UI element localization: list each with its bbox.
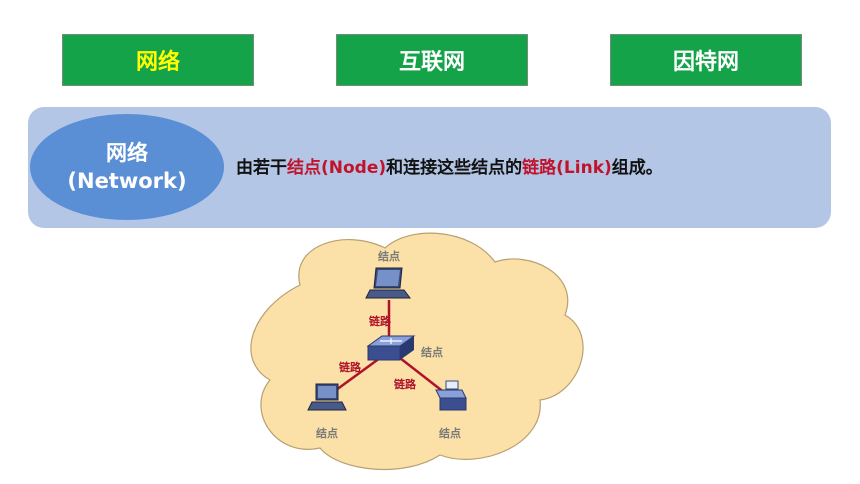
node-label-top: 结点 [377, 249, 400, 263]
laptop-icon [365, 267, 411, 299]
link-label-top: 链路 [369, 314, 392, 328]
definition-part-5: 组成。 [611, 158, 663, 178]
printer-icon [435, 380, 467, 411]
link-label-left: 链路 [339, 360, 362, 374]
link-label-right: 链路 [394, 377, 417, 391]
term-ellipse: 网络 (Network) [30, 114, 224, 220]
tab-the-internet[interactable]: 因特网 [610, 34, 802, 86]
node-label-switch: 结点 [420, 345, 443, 359]
link-line-right [399, 357, 446, 394]
link-line-left [331, 356, 381, 395]
node-label-desktop: 结点 [315, 426, 338, 440]
switch-icon [366, 335, 416, 361]
tab-internet[interactable]: 互联网 [336, 34, 528, 86]
definition-part-3: 和连接这些结点的 [386, 158, 523, 178]
cloud-shape [250, 232, 584, 471]
tab-network[interactable]: 网络 [62, 34, 254, 86]
definition-part-1: 由若干 [236, 158, 287, 178]
desktop-computer-icon [307, 383, 347, 411]
term-en: (Network) [67, 169, 187, 193]
definition-text: 由若干结点(Node)和连接这些结点的链路(Link)组成。 [236, 153, 663, 178]
node-label-printer: 结点 [438, 426, 461, 440]
term-cn: 网络 [106, 141, 148, 165]
definition-part-link: 链路(Link) [522, 158, 612, 178]
definition-part-node: 结点(Node) [287, 158, 387, 178]
